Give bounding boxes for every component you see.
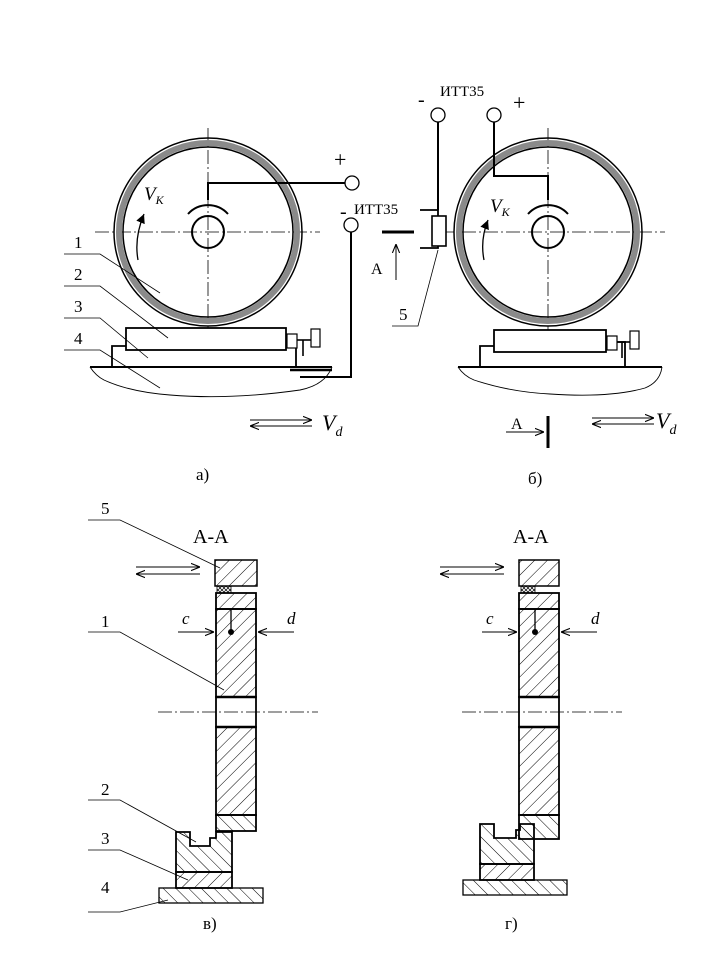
caption-b: б) (528, 469, 542, 488)
dim-c: c (182, 609, 190, 628)
section-title: А-А (513, 526, 549, 548)
carriage (493, 329, 607, 353)
probe-block (518, 559, 560, 587)
probe-5 (431, 215, 447, 247)
carriage-3 (175, 871, 233, 889)
probe-block (214, 559, 258, 587)
carriage (125, 327, 287, 351)
callout-5: 5 (101, 499, 110, 518)
plus-sign: + (334, 147, 346, 172)
minus-sign: - (418, 89, 425, 111)
wheel-rim (116, 140, 300, 324)
leader-4 (64, 349, 161, 389)
view-mark-a: А (371, 261, 383, 278)
leader-3 (88, 849, 189, 881)
support-left (479, 345, 494, 366)
leader-2 (64, 285, 169, 339)
callout-5: 5 (399, 305, 408, 324)
wire-plus (207, 182, 345, 200)
terminal-minus[interactable] (343, 217, 359, 233)
minus-sign: - (340, 201, 347, 223)
base-break (89, 366, 333, 398)
hub (531, 215, 565, 249)
terminal-plus[interactable] (344, 175, 360, 191)
callout-4: 4 (74, 329, 83, 348)
rotation-mark (527, 204, 569, 215)
dim-d: d (287, 609, 296, 628)
clamp-knob (310, 328, 321, 348)
figure-b: VK - ИТТ35 + А 5 А Vd б) (371, 84, 677, 488)
rim-top (518, 592, 560, 610)
rim-top (215, 592, 257, 610)
rotation-mark (187, 204, 229, 215)
rim-bottom (215, 814, 257, 832)
wheel-rim (456, 140, 640, 324)
terminal-plus[interactable] (486, 107, 502, 123)
contact-pad (520, 585, 536, 594)
disk-upper (215, 608, 257, 698)
figure-a: VK + - ИТТ35 1 2 3 4 Vd а) (64, 128, 398, 484)
rotation-arrow (136, 213, 145, 261)
base-4 (158, 887, 264, 904)
plus-sign: + (513, 90, 525, 115)
wheel-outer (113, 137, 303, 327)
clamp (606, 335, 618, 351)
section-title: А-А (193, 526, 229, 548)
leader-3 (64, 317, 149, 359)
callout-1: 1 (101, 612, 110, 631)
label-vk: VK (490, 196, 511, 219)
callout-1: 1 (74, 233, 83, 252)
support-left (111, 345, 126, 366)
caption-c: в) (203, 914, 217, 933)
wheel-outer (453, 137, 643, 327)
rotation-arrow (480, 219, 489, 261)
disk-upper (518, 608, 560, 698)
wire-plus (493, 122, 549, 200)
carriage-3 (479, 863, 535, 881)
base-4 (462, 879, 568, 896)
disk-lower (518, 726, 560, 816)
figure-d: А-А c d г) (440, 526, 622, 933)
leader-5 (392, 249, 439, 327)
label-vk: VK (144, 184, 165, 207)
callout-3: 3 (74, 297, 83, 316)
leader-2 (88, 799, 197, 843)
clamp (286, 333, 298, 349)
caption-d: г) (505, 914, 518, 933)
view-mark-a-bottom: А (511, 416, 523, 433)
probe-point (532, 629, 538, 635)
label-vd: Vd (656, 408, 677, 438)
clamp-knob (629, 330, 640, 350)
label-vd: Vd (322, 410, 343, 440)
support-2 (479, 823, 535, 865)
leader-1 (88, 631, 225, 691)
meter-label: ИТТ35 (440, 84, 484, 100)
base-break (457, 366, 663, 396)
meter-label: ИТТ35 (354, 202, 398, 218)
callout-3: 3 (101, 829, 110, 848)
leader-5 (88, 519, 221, 569)
support-2 (175, 831, 233, 873)
contact-pad (216, 585, 232, 594)
callout-2: 2 (101, 780, 110, 799)
wheel-inner (122, 146, 294, 318)
callout-2: 2 (74, 265, 83, 284)
dim-c: c (486, 609, 494, 628)
caption-a: а) (196, 465, 209, 484)
hub (191, 215, 225, 249)
probe-point (228, 629, 234, 635)
leader-1 (64, 253, 161, 294)
wheel-inner (462, 146, 634, 318)
leader-4 (88, 899, 169, 913)
callout-4: 4 (101, 878, 110, 897)
disk-lower (215, 726, 257, 816)
dim-d: d (591, 609, 600, 628)
figure-c: А-А c d 5 1 2 3 4 (88, 499, 318, 933)
terminal-minus[interactable] (430, 107, 446, 123)
wire-minus (300, 232, 352, 378)
